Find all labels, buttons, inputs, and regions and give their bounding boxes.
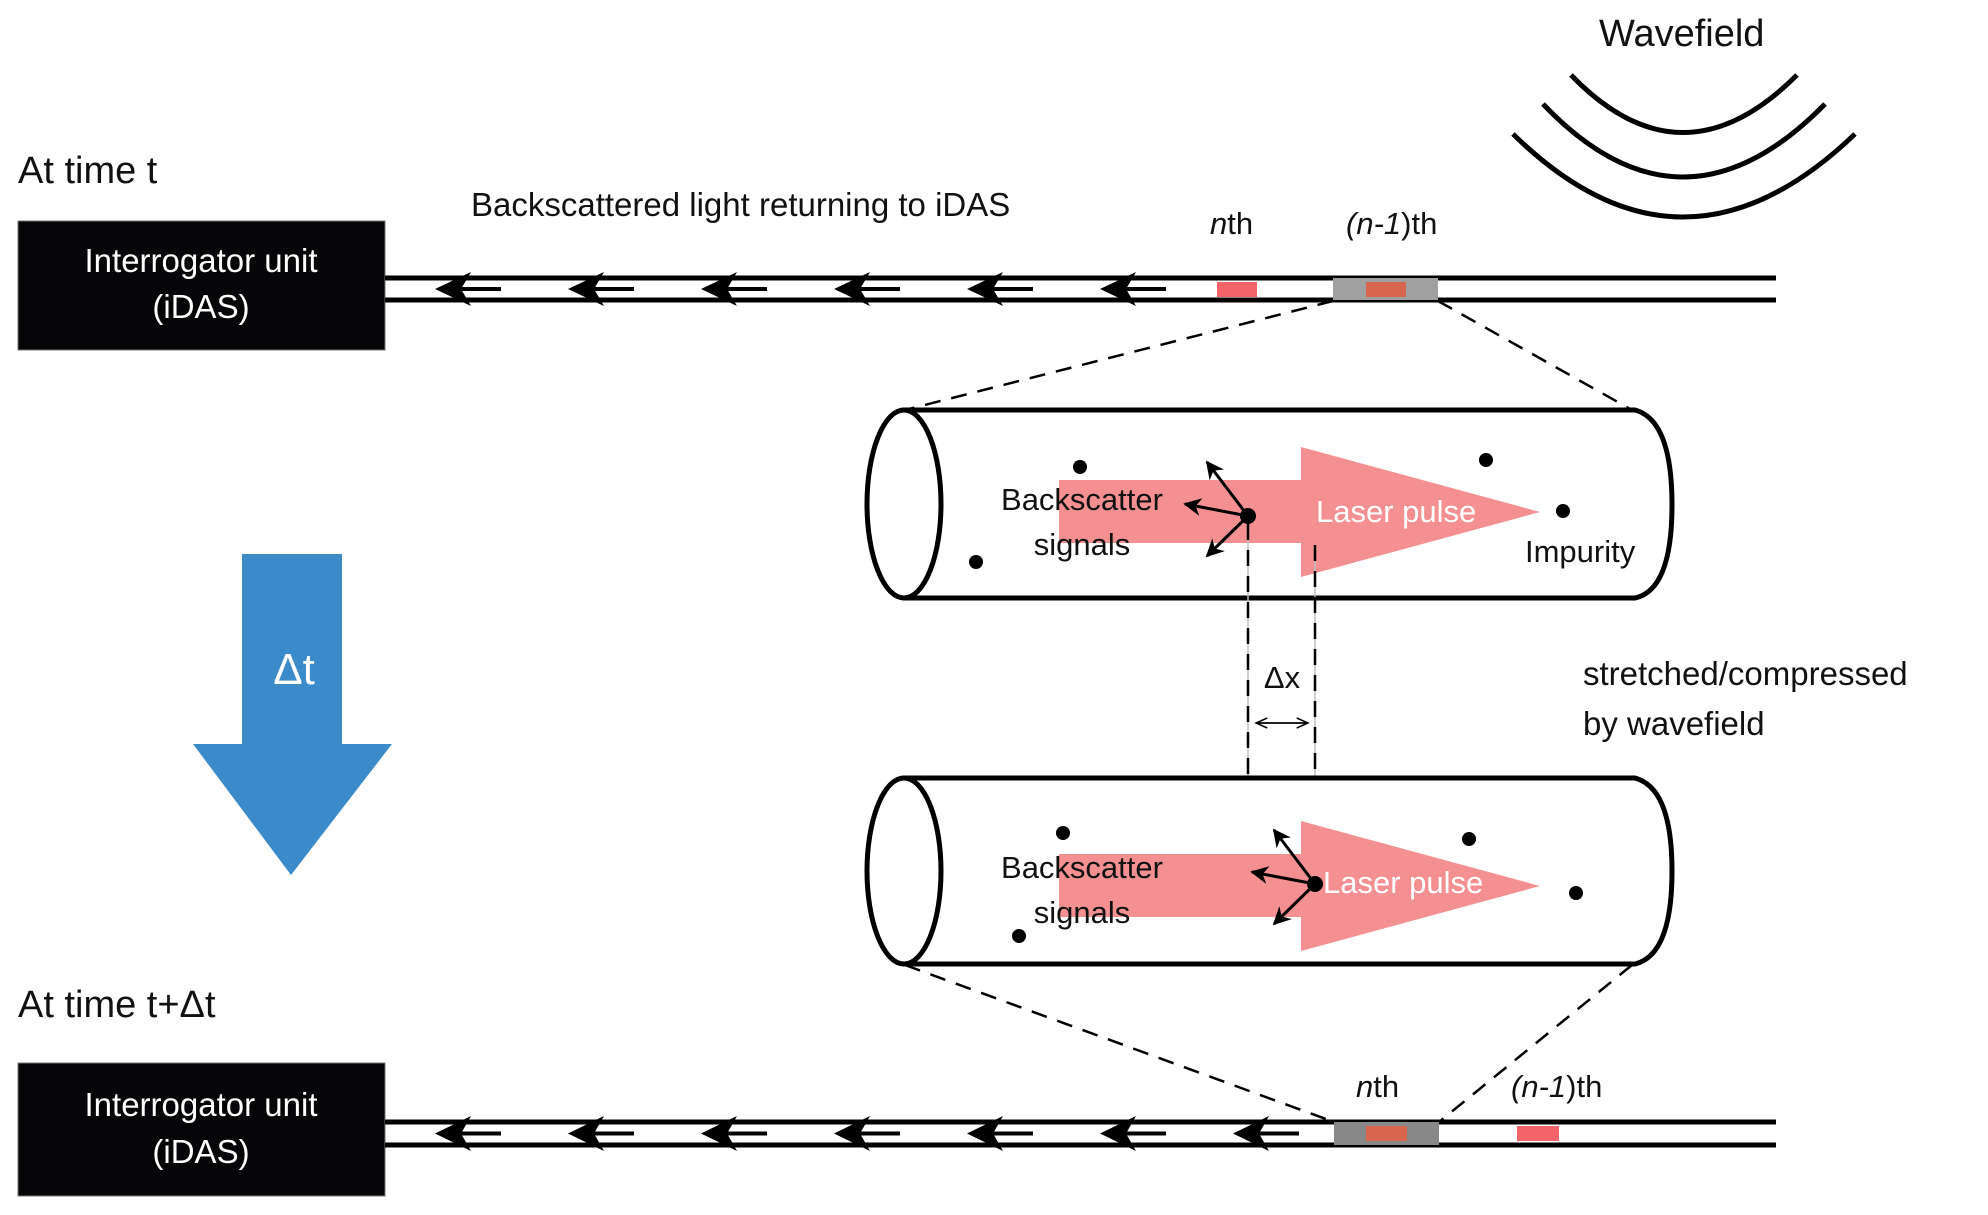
nth-label-top: nth [1210, 206, 1253, 241]
light-direction-arrow-icon [967, 1116, 1033, 1151]
light-direction-arrow-icon [1100, 1116, 1166, 1151]
backscatter-arrows-icon [1183, 460, 1250, 558]
n-minus-1-pulse-section [1517, 1126, 1559, 1141]
time-t-label: At time t [18, 150, 158, 192]
light-direction-arrow-icon [834, 1116, 900, 1151]
light-direction-arrow-icon [568, 1116, 634, 1151]
laser-pulse-label: Laser pulse [1323, 865, 1483, 900]
wavefield-icon [1511, 73, 1857, 220]
zoom-line-top-right [1437, 299, 1633, 412]
interrogator-label-line1: Interrogator unit [85, 242, 318, 279]
time-t-dt-label: At time t+Δt [18, 984, 216, 1026]
zoom-line-bottom-right [1438, 964, 1633, 1123]
impurity-dot [1569, 886, 1583, 900]
light-direction-arrow-icon [435, 272, 501, 306]
nth-pulse-section [1217, 282, 1257, 297]
laser-pulse-arrow [1059, 447, 1540, 577]
zoom-line-top-left [904, 299, 1334, 412]
impurity-label: Impurity [1525, 534, 1636, 569]
light-direction-arrow-icon [435, 1116, 501, 1151]
impurity-dot [1479, 453, 1493, 467]
interrogator-label-line2: (iDAS) [152, 1133, 249, 1170]
interrogator-box [17, 220, 386, 351]
light-direction-arrow-icon [568, 272, 634, 306]
impurity-dot [1012, 929, 1026, 943]
zoom-line-bottom-left [904, 963, 1335, 1124]
backscatter-signals-label-line2: signals [1034, 895, 1131, 930]
n-minus-1-pulse-section [1366, 282, 1406, 297]
backscatter-signals-label-line1: Backscatter [1001, 850, 1163, 885]
interrogator-unit-top: Interrogator unit (iDAS) [17, 220, 386, 351]
light-direction-arrow-icon [834, 272, 900, 306]
impurity-dot [1056, 826, 1070, 840]
backscatter-signals-label-line2: signals [1034, 527, 1131, 562]
fiber-top [385, 272, 1776, 306]
down-arrow-icon [193, 554, 392, 875]
fiber-cylinder-time-t-dt: Backscatter signals Laser pulse [864, 775, 1675, 967]
impurity-dot [1556, 504, 1570, 518]
interrogator-unit-bottom: Interrogator unit (iDAS) [17, 1062, 386, 1197]
stretched-label-line2: by wavefield [1583, 705, 1765, 742]
fiber-bottom-arrows [435, 1116, 1299, 1151]
fiber-cylinder-time-t: Backscatter signals Laser pulse Impurity [864, 407, 1675, 601]
time-step-arrow: Δt [193, 554, 392, 875]
delta-x-label: Δx [1264, 660, 1301, 695]
backscattered-light-label: Backscattered light returning to iDAS [471, 186, 1010, 223]
wavefield-label: Wavefield [1599, 13, 1764, 55]
nth-pulse-section [1366, 1126, 1407, 1141]
backscatter-arrows-icon [1250, 828, 1317, 926]
nth-label-bottom: nth [1356, 1069, 1399, 1104]
interrogator-label-line2: (iDAS) [152, 288, 249, 325]
impurity-dot [1462, 832, 1476, 846]
light-direction-arrow-icon [701, 1116, 767, 1151]
light-direction-arrow-icon [967, 272, 1033, 306]
cylinder-end-cap [864, 407, 944, 601]
cylinder-end-cap [864, 775, 944, 967]
light-direction-arrow-icon [1100, 272, 1166, 306]
impurity-dot [969, 555, 983, 569]
n-minus-1-label-bottom: (n-1)th [1511, 1069, 1602, 1104]
light-direction-arrow-icon [701, 272, 767, 306]
light-direction-arrow-icon [1233, 1116, 1299, 1151]
interrogator-label-line1: Interrogator unit [85, 1086, 318, 1123]
fiber-bottom [385, 1116, 1776, 1151]
impurity-dot [1073, 460, 1087, 474]
laser-pulse-arrow [1059, 821, 1540, 951]
interrogator-box [17, 1062, 386, 1197]
delta-t-label: Δt [273, 645, 315, 694]
backscatter-signals-label-line1: Backscatter [1001, 482, 1163, 517]
stretched-label-line1: stretched/compressed [1583, 655, 1908, 692]
n-minus-1-label-top: (n-1)th [1346, 206, 1437, 241]
fiber-top-arrows [435, 272, 1166, 306]
laser-pulse-label: Laser pulse [1316, 494, 1476, 529]
